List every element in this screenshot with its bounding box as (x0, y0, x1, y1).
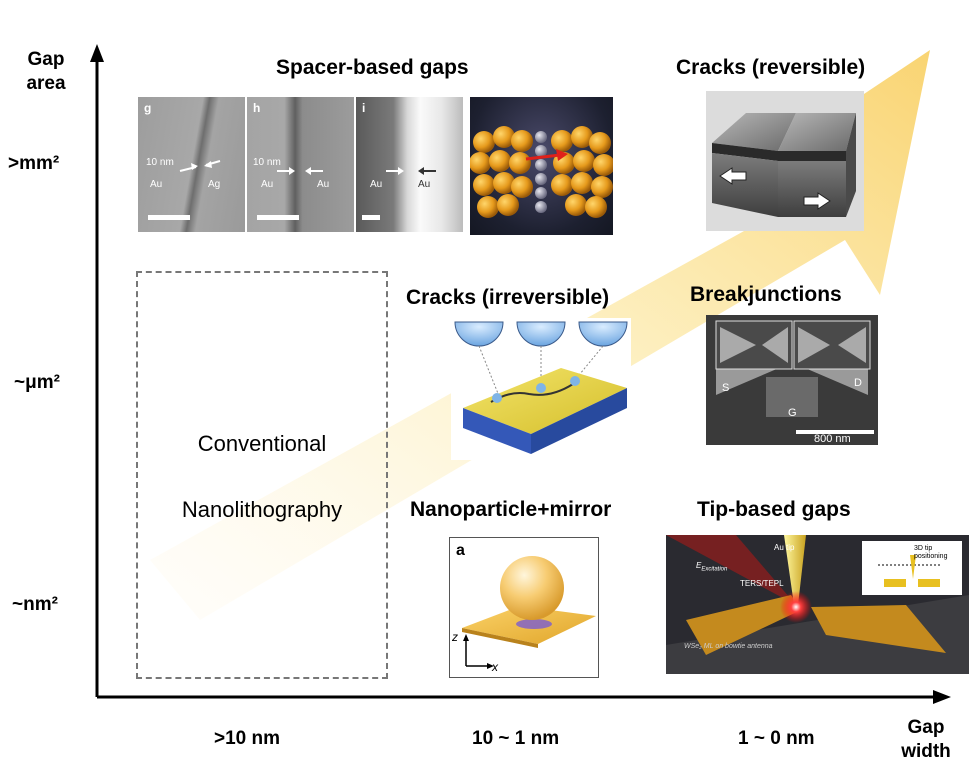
x-axis-label-small: x (492, 660, 498, 674)
tem-image-g: g 10 nm Au Ag (138, 97, 245, 232)
gap-label: 10 nm (253, 157, 281, 168)
source-label: S (722, 382, 730, 394)
metal-right-label: Ag (208, 179, 221, 190)
crack-block-icon (706, 91, 864, 231)
gap-arrows-icon (179, 160, 221, 172)
reversible-crack-image (706, 91, 864, 231)
title-spacer: Spacer-based gaps (276, 56, 469, 79)
x-tick-gt10: >10 nm (214, 728, 281, 749)
coordinate-axes-icon (463, 634, 494, 669)
conventional-label: Conventional (197, 431, 327, 456)
au-tip-label: Au tip (774, 543, 795, 552)
tip-enhanced-icon (666, 535, 969, 674)
nanoparticle-on-mirror-icon (462, 556, 596, 648)
x-tick-1-0: 1 ~ 0 nm (738, 728, 815, 749)
title-breakjunctions: Breakjunctions (690, 283, 842, 306)
title-cracks-irreversible: Cracks (irreversible) (406, 286, 610, 309)
excitation-label: EExcitation (696, 561, 728, 573)
irreversible-crack-image (451, 318, 631, 460)
scale-bar (148, 215, 190, 220)
panel-letter: g (144, 101, 152, 115)
metal-right-label: Au (317, 179, 330, 190)
ters-label: TERS/TEPL (740, 579, 784, 588)
metal-left-label: Au (150, 179, 163, 190)
z-axis-label: z (452, 630, 458, 644)
y-axis-label: Gap area (26, 49, 66, 94)
nanolithography-label: Nanolithography (181, 497, 343, 522)
metal-left-label: Au (261, 179, 274, 190)
scale-bar (257, 215, 299, 220)
nanoparticle-mirror-image: a z x (449, 537, 599, 678)
y-tick-mm: >mm² (8, 153, 60, 174)
nanoparticle-dimer-icon (470, 126, 613, 218)
panel-letter: h (253, 101, 261, 115)
tem-image-h: h 10 nm Au Au (247, 97, 354, 232)
gate-label: G (788, 407, 797, 419)
tem-image-i: i Au Au (356, 97, 463, 232)
tip-positioning-label: 3D tip positioning (914, 545, 948, 560)
tip-gap-image: EExcitation Au tip TERS/TEPL 3D tip posi… (666, 535, 969, 674)
gap-label: 10 nm (146, 157, 174, 168)
title-nanoparticle-mirror: Nanoparticle+mirror (410, 498, 612, 521)
drain-label: D (854, 377, 862, 389)
crack-film-icon (454, 321, 628, 454)
y-tick-um: ~μm² (14, 372, 60, 393)
breakjunction-sem-image: S D G 800 nm (706, 315, 878, 445)
metal-right-label: Au (418, 179, 431, 190)
conventional-nanolithography-box: Conventional Nanolithography (136, 271, 388, 679)
title-tip-based: Tip-based gaps (697, 498, 851, 521)
y-tick-nm: ~nm² (12, 594, 58, 615)
metal-left-label: Au (370, 179, 383, 190)
x-tick-10-1: 10 ~ 1 nm (472, 728, 560, 749)
molecular-junction-image (470, 97, 613, 235)
gap-arrows-icon (277, 167, 323, 175)
panel-letter: i (362, 101, 366, 115)
x-axis-label: Gap width (901, 717, 951, 762)
scale-label: 800 nm (814, 433, 851, 445)
breakjunction-device-icon (715, 320, 874, 434)
title-cracks-reversible: Cracks (reversible) (676, 56, 866, 79)
panel-letter: a (456, 542, 465, 559)
scale-bar (362, 215, 380, 220)
sample-label: WSe₂ ML on bowtie antenna (684, 643, 773, 650)
gap-arrows-icon (386, 167, 436, 175)
